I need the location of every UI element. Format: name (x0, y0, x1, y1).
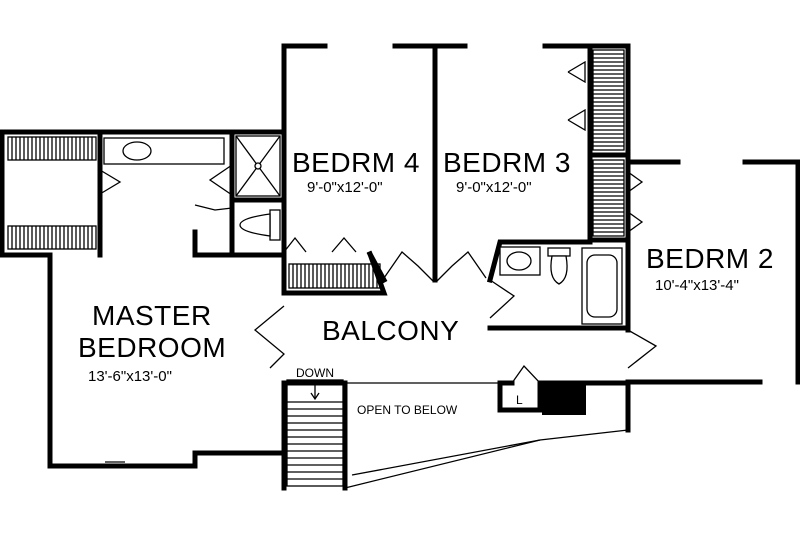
doors (90, 60, 658, 467)
bath-fixtures (103, 135, 623, 415)
linen-label: L (516, 393, 523, 407)
open-to-below-label: OPEN TO BELOW (357, 403, 458, 417)
room-name-bedrm3: BEDRM 3 (443, 147, 571, 178)
room-size-bedrm2: 10'-4"x13'-4" (655, 277, 739, 294)
stair-down-label: DOWN (296, 366, 334, 380)
room-name-bedrm2: BEDRM 2 (646, 243, 774, 274)
room-size-master: 13'-6"x13'-0" (88, 368, 172, 385)
stairs (286, 379, 344, 487)
room-name-master-line1: MASTER (92, 300, 212, 331)
walls (0, 43, 800, 491)
room-name-master-line2: BEDROOM (78, 332, 226, 363)
room-size-bedrm4: 9'-0"x12'-0" (307, 179, 383, 196)
room-size-bedrm3: 9'-0"x12'-0" (456, 179, 532, 196)
room-labels: BEDRM 4 9'-0"x12'-0" BEDRM 3 9'-0"x12'-0… (78, 147, 774, 417)
closet-shelving (7, 49, 625, 289)
railings (344, 382, 629, 489)
room-name-bedrm4: BEDRM 4 (292, 147, 420, 178)
room-name-balcony: BALCONY (322, 315, 459, 346)
